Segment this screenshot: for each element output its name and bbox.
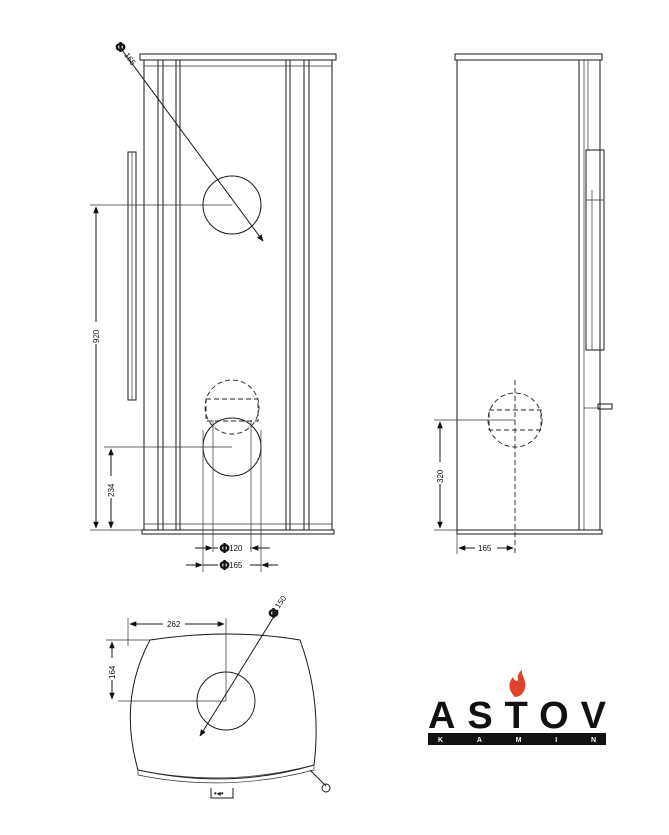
- top-diameter-label: 165: [122, 51, 137, 68]
- top-outlet-diameter-leader: [121, 49, 264, 242]
- tagline-bar: [428, 733, 606, 745]
- outer-diameter-symbol: Φ: [219, 559, 230, 574]
- brand-name: ASTOV: [428, 695, 607, 737]
- rear-inlet-dashed-circle: [204, 379, 260, 435]
- side-door-frame: [585, 149, 605, 351]
- side-view: 320 165: [434, 53, 613, 555]
- top-outlet-diameter-symbol: Φ: [268, 607, 279, 622]
- outer-diameter-label: 165: [229, 561, 243, 570]
- astov-logo: ASTOV KAMIN: [428, 670, 607, 745]
- dim-920-label: 920: [92, 329, 101, 343]
- top-outlet-diameter-line: [199, 609, 279, 737]
- top-diameter-symbol: Φ: [115, 41, 126, 56]
- side-body-outline: [456, 59, 580, 531]
- inner-diameter-symbol: Φ: [219, 542, 230, 557]
- inner-diameter-label: 120: [229, 544, 243, 553]
- flame-icon: [509, 670, 526, 697]
- front-base: [141, 529, 335, 535]
- side-handle-knob: [597, 403, 613, 410]
- top-view-knob: [210, 788, 234, 799]
- dim-165-side-label: 165: [478, 544, 492, 553]
- top-outlet-diameter-label: 150: [273, 594, 288, 611]
- top-view: •◂• 262 164 Φ 150: [106, 594, 331, 799]
- front-view: 920 234 Φ 165 Φ 120 Φ 165: [90, 41, 337, 574]
- dim-234-label: 234: [107, 483, 116, 497]
- side-top-plate: [454, 53, 603, 61]
- top-view-handle-end: [321, 783, 331, 793]
- dim-164-label: 164: [108, 665, 117, 679]
- side-base: [456, 529, 603, 535]
- svg-text:•◂•: •◂•: [214, 789, 224, 798]
- brand-tagline: KAMIN: [438, 737, 596, 744]
- dim-262-label: 262: [167, 620, 181, 629]
- front-top-plate: [139, 53, 337, 61]
- dim-320-label: 320: [436, 469, 445, 483]
- side-door-profile: [579, 59, 601, 531]
- top-view-outline: [129, 633, 317, 780]
